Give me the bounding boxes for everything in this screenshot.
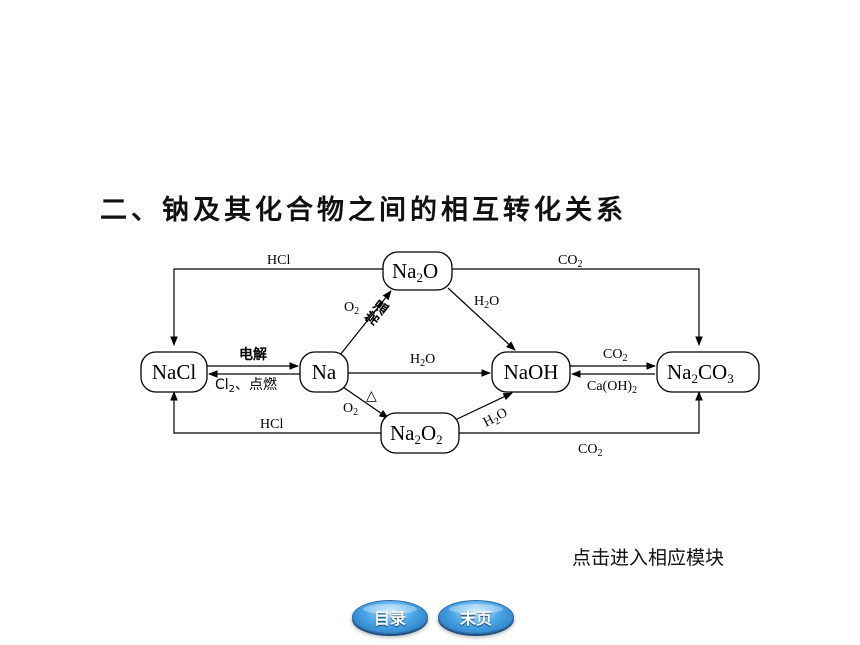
toc-button[interactable]: 目录	[352, 600, 428, 634]
label-co2-top: CO2	[558, 253, 582, 270]
label-h2o-na2o: H2O	[474, 294, 499, 311]
node-na2o: Na2O	[382, 251, 453, 291]
label-o2-down: O2	[343, 401, 358, 418]
label-cl2-ignite: Cl2、点燃	[215, 376, 277, 395]
label-co2-bottom: CO2	[578, 442, 602, 459]
label-electrolysis: 电解	[239, 346, 267, 363]
arrow-na2o-to-na2co3	[451, 268, 703, 346]
label-o2-up: O2	[344, 300, 359, 317]
node-nacl: NaCl	[140, 351, 208, 393]
label-heat: △	[366, 389, 377, 404]
arrow-na2o2-to-naoh	[454, 392, 513, 421]
arrow-na-to-na2o2	[339, 384, 389, 419]
arrow-na2o-to-naoh	[447, 287, 516, 351]
module-hint-text: 点击进入相应模块	[572, 547, 725, 569]
arrow-na-to-na2o	[339, 290, 392, 356]
node-na2co3: Na2CO3	[656, 351, 760, 393]
last-page-button-label: 末页	[459, 609, 492, 628]
node-naoh: NaOH	[491, 351, 571, 393]
label-h2o-na-naoh: H2O	[410, 352, 435, 369]
svg-text:Na: Na	[312, 360, 337, 384]
arrow-na2o-to-nacl	[170, 268, 383, 346]
svg-text:Na2O2: Na2O2	[390, 421, 443, 447]
label-caoh2: Ca(OH)2	[587, 379, 637, 396]
page-title: 二、钠及其化合物之间的相互转化关系	[100, 195, 627, 226]
svg-text:Na2O: Na2O	[392, 259, 438, 285]
label-room-temp: 常温	[362, 297, 393, 330]
svg-text:NaOH: NaOH	[504, 360, 559, 384]
arrow-na2o2-to-nacl	[170, 391, 383, 434]
label-hcl-top: HCl	[267, 253, 290, 268]
label-co2-middle: CO2	[603, 347, 627, 364]
svg-text:Na2CO3: Na2CO3	[667, 360, 734, 386]
label-h2o-na2o2: H2O	[481, 405, 511, 432]
node-na2o2: Na2O2	[380, 412, 460, 454]
node-na: Na	[299, 351, 349, 393]
label-hcl-bottom: HCl	[260, 417, 283, 432]
last-page-button[interactable]: 末页	[438, 600, 514, 634]
toc-button-label: 目录	[373, 609, 406, 628]
arrow-na2o2-to-na2co3	[458, 391, 703, 434]
svg-text:NaCl: NaCl	[152, 360, 196, 384]
